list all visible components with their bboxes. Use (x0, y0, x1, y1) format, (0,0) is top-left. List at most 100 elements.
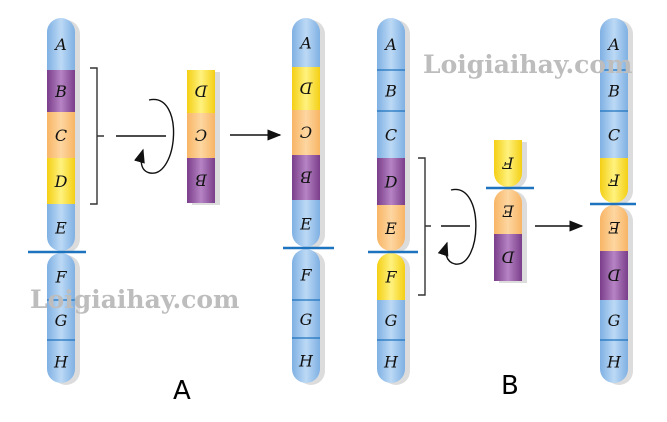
gene-segment-G: G (292, 299, 320, 338)
watermark-left: Loigiaihay.com (30, 285, 240, 314)
segment-fill (377, 253, 405, 300)
watermark-right: Loigiaihay.com (423, 50, 633, 79)
gene-segment-H: H (292, 337, 320, 383)
gene-segment-E: E (47, 204, 75, 251)
chromosome-arm: DCB (187, 70, 215, 203)
chromosome-arm: FG H (377, 253, 405, 383)
segment-fill (187, 70, 215, 113)
gene-segment-A: A (292, 18, 320, 67)
chromosome-arm: F (494, 140, 522, 187)
segment-bracket (90, 67, 104, 205)
chromosome-a-result: A D C B EFG H (283, 18, 334, 385)
gene-segment-B: B (292, 155, 320, 200)
gene-segment-A: A (47, 18, 75, 70)
segment-fill (292, 18, 320, 67)
segment-bracket (418, 157, 431, 296)
gene-label: E (54, 219, 67, 238)
gene-label: G (385, 311, 398, 330)
gene-segment-G: G (47, 299, 75, 340)
gene-label: A (383, 35, 397, 54)
gene-segment-E: E (377, 205, 405, 251)
chromosome-arm: ED (494, 189, 522, 281)
gene-label: C (608, 126, 620, 145)
gene-segment-D: D (187, 70, 215, 113)
segment-fill (47, 253, 75, 300)
gene-label: E (299, 215, 312, 234)
panel-b-annotations: B (418, 157, 584, 401)
gene-segment-G: G (600, 300, 628, 340)
gene-label: C (300, 123, 312, 142)
gene-segment-G: G (377, 300, 405, 340)
segment-fill (292, 110, 320, 155)
segment-fill (292, 249, 320, 300)
segment-fill (377, 18, 405, 70)
segment-fill (494, 234, 522, 281)
segment-fill (47, 300, 75, 340)
segment-fill (47, 158, 75, 204)
chromosome-a-fragment: DCB (187, 70, 220, 205)
gene-segment-B: B (187, 158, 215, 203)
gene-label: H (383, 353, 399, 372)
segment-fill (292, 67, 320, 110)
segment-fill (47, 70, 75, 112)
segment-fill (377, 70, 405, 111)
segment-fill (600, 18, 628, 70)
gene-segment-C: C (47, 112, 75, 158)
gene-label: B (195, 171, 208, 190)
gene-segment-F: F (292, 249, 320, 300)
segment-fill (377, 300, 405, 340)
gene-segment-C: C (292, 110, 320, 155)
segment-fill (292, 155, 320, 200)
gene-segment-B: B (377, 69, 405, 111)
gene-label: C (385, 126, 397, 145)
segment-fill (600, 300, 628, 340)
segment-fill (494, 140, 522, 187)
segment-fill (47, 340, 75, 383)
gene-label: G (55, 311, 68, 330)
chromosome-arm: FGH (47, 253, 75, 383)
segment-fill (377, 158, 405, 205)
segment-fill (187, 113, 215, 158)
chromosome-arm: A D C B E (292, 18, 320, 247)
gene-label: D (501, 248, 515, 267)
panel-b-label: B (501, 371, 519, 401)
segment-fill (600, 205, 628, 251)
gene-label: E (384, 219, 397, 238)
segment-fill (47, 204, 75, 251)
gene-label: B (300, 168, 313, 187)
gene-label: D (607, 266, 621, 285)
gene-segment-C: C (377, 110, 405, 158)
gene-segment-D: D (292, 67, 320, 110)
segment-fill (600, 340, 628, 383)
gene-label: H (298, 352, 314, 371)
rotation-arrow-icon (134, 99, 175, 174)
segment-fill (377, 111, 405, 158)
gene-segment-C: C (600, 110, 628, 158)
segment-fill (292, 200, 320, 247)
gene-label: A (606, 35, 620, 54)
gene-label: D (54, 172, 68, 191)
gene-segment-C: C (187, 113, 215, 158)
gene-segment-F: F (494, 140, 522, 187)
segment-fill (600, 251, 628, 300)
gene-label: A (298, 34, 312, 53)
gene-segment-H: H (47, 339, 75, 383)
gene-label: D (299, 79, 313, 98)
rotation-arrow-icon (437, 189, 477, 265)
gene-segment-F: F (377, 253, 405, 300)
gene-segment-D: D (494, 234, 522, 281)
segment-fill (600, 158, 628, 203)
gene-label: E (608, 218, 621, 237)
segment-fill (47, 112, 75, 158)
gene-label: G (300, 310, 313, 329)
segment-fill (494, 189, 522, 234)
gene-segment-D: D (377, 158, 405, 205)
gene-segment-E: E (292, 200, 320, 247)
panel-a-label: A (173, 376, 191, 406)
gene-segment-D: D (47, 158, 75, 204)
